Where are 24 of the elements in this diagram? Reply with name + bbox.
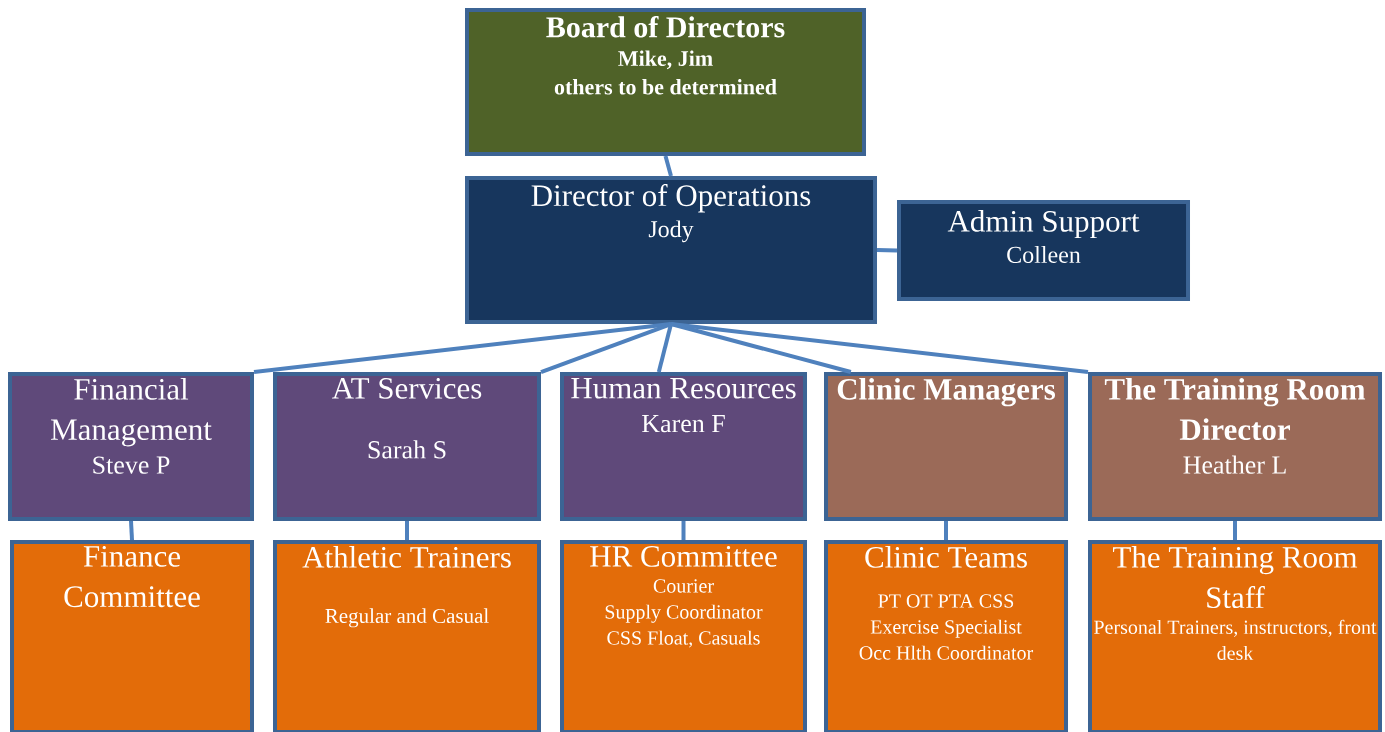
org-box: Admin Support Colleen [897,200,1190,301]
connector-line [540,322,672,374]
connector-line [876,248,898,253]
org-box: Director of Operations Jody [465,176,877,324]
connector-line [681,521,686,540]
org-box: Financial Management Steve P [8,372,254,521]
org-box: Board of Directors Mike, Jim others to be determined [465,8,866,156]
connector-line [670,322,1089,374]
connector-line [1233,521,1237,540]
connector-line [129,520,134,541]
org-box: Athletic Trainers Regular and Casual [273,540,541,732]
org-box: Clinic Teams PT OT PTA CSS Exercise Specialist Occ Hlth Coordinator [824,540,1068,732]
connector-line [253,322,672,374]
org-box: HR Committee Courier Supply Coordinator CSS Float, Casuals [560,540,807,732]
org-box: The Training Room Staff Personal Trainers, instructors, front desk [1088,540,1382,732]
org-box: Clinic Managers [824,372,1068,521]
connector-line [663,155,673,177]
org-box: Human Resources Karen F [560,372,807,521]
connector-line [944,521,948,540]
org-box: Finance Committee [10,540,254,732]
connector-line [656,323,673,373]
org-box: AT Services Sarah S [273,372,541,521]
org-box: The Training Room Director Heather L [1088,372,1382,521]
connector-line [405,521,409,540]
